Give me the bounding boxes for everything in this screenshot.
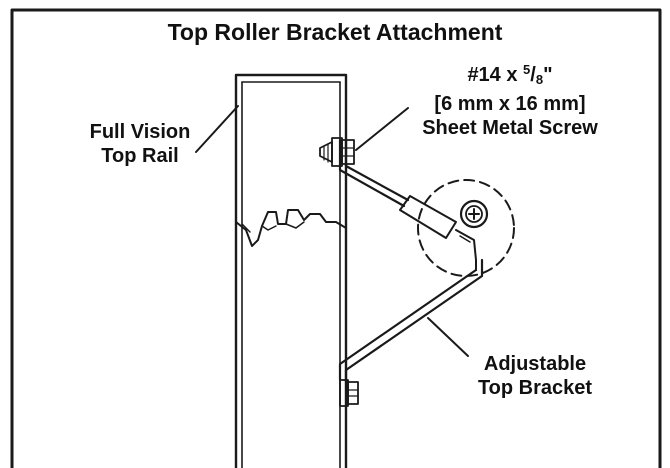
bracket-label-line2: Top Bracket (477, 377, 593, 399)
bracket-label-line1: Adjustable (483, 353, 587, 375)
frame-border (10, 8, 662, 468)
rail-profile (235, 209, 347, 247)
diagram-title: Top Roller Bracket Attachment (167, 19, 503, 45)
leader-bracket (427, 317, 469, 357)
top-rail (234, 73, 348, 468)
bracket-label: Adjustable Top Bracket (440, 352, 630, 400)
screw-label-line3: Sheet Metal Screw (422, 117, 598, 139)
adjustable-bracket (338, 138, 484, 407)
screw-label-line2: [6 mm x 16 mm] (434, 93, 586, 115)
rail-label-line1: Full Vision (89, 121, 191, 143)
screw-label: #14 x 5/8" [6 mm x 16 mm] Sheet Metal Sc… (380, 58, 640, 140)
screw-label-line1: #14 x 5/8" (467, 62, 553, 87)
leader-rail (195, 105, 239, 153)
rail-label-line2: Top Rail (101, 145, 179, 167)
leader-screw (355, 107, 409, 151)
sheet-metal-screw (319, 137, 355, 167)
rail-label: Full Vision Top Rail (60, 120, 220, 168)
roller (417, 179, 515, 277)
